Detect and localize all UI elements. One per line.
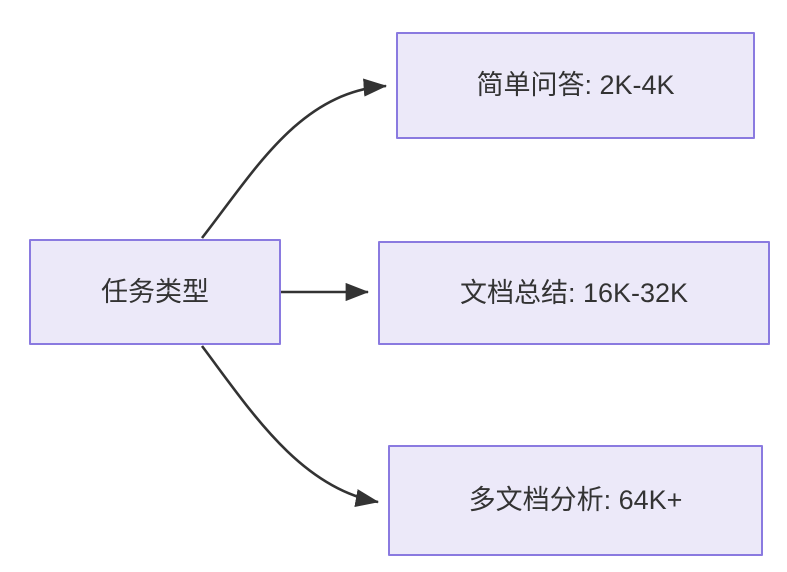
node-task-type[interactable]: 任务类型 xyxy=(29,239,281,345)
node-doc-summary[interactable]: 文档总结: 16K-32K xyxy=(378,241,770,345)
node-multidoc-analysis-label: 多文档分析: 64K+ xyxy=(468,485,683,516)
node-multidoc-analysis[interactable]: 多文档分析: 64K+ xyxy=(388,445,763,556)
node-simple-qa-label: 简单问答: 2K-4K xyxy=(476,70,675,101)
edge-to-simple-qa xyxy=(200,78,388,239)
node-doc-summary-label: 文档总结: 16K-32K xyxy=(459,277,689,308)
node-simple-qa[interactable]: 简单问答: 2K-4K xyxy=(396,32,755,139)
node-task-type-label: 任务类型 xyxy=(101,276,209,307)
edge-to-multidoc-analysis xyxy=(200,345,380,507)
